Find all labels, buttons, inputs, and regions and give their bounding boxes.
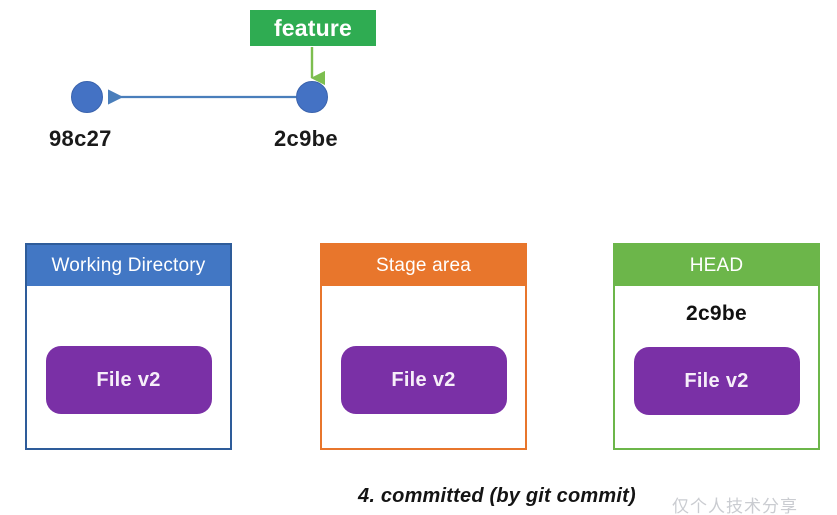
watermark-text: 仅个人技术分享 <box>672 497 798 515</box>
area-head: HEAD 2c9be File v2 <box>613 243 820 450</box>
head-commit-hash: 2c9be <box>685 302 748 325</box>
area-header-head: HEAD <box>615 245 818 286</box>
step-caption: 4. committed (by git commit) <box>358 485 636 507</box>
file-chip-head[interactable]: File v2 <box>633 347 800 415</box>
commit-node-2c9be[interactable] <box>296 81 328 113</box>
commit-node-98c27[interactable] <box>71 81 103 113</box>
commit-hash-label-98c27: 98c27 <box>49 126 112 151</box>
area-body-stage: File v2 <box>322 286 525 448</box>
commit-graph <box>71 47 328 113</box>
area-body-working-directory: File v2 <box>27 286 230 448</box>
area-body-head: 2c9be File v2 <box>615 286 818 448</box>
area-stage: Stage area File v2 <box>320 243 527 450</box>
branch-label-feature: feature <box>250 10 376 46</box>
area-header-working-directory: Working Directory <box>27 245 230 286</box>
commit-hash-label-2c9be: 2c9be <box>274 126 338 151</box>
area-working-directory: Working Directory File v2 <box>25 243 232 450</box>
file-chip-working-directory[interactable]: File v2 <box>45 346 212 414</box>
area-header-stage: Stage area <box>322 245 525 286</box>
file-chip-stage[interactable]: File v2 <box>340 346 507 414</box>
